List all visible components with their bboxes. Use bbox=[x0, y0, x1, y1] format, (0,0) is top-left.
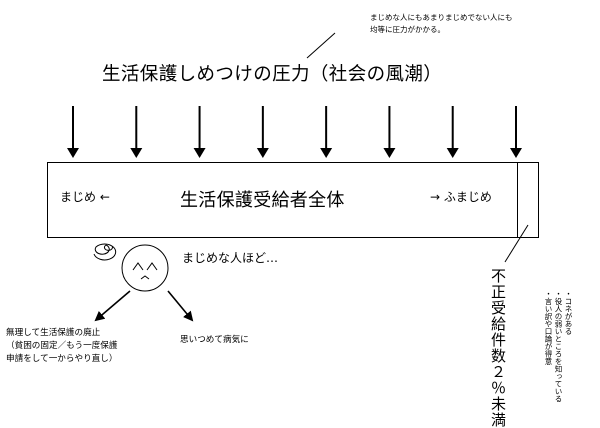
diagram-graphics bbox=[67, 32, 529, 322]
pressure-arrow-head bbox=[446, 148, 459, 158]
fraud-section-divider bbox=[517, 162, 518, 238]
worried-face-icon bbox=[121, 244, 169, 292]
arrow-to-left-result bbox=[94, 290, 131, 322]
fraud-leader-line bbox=[504, 224, 529, 263]
left-result: 無理して生活保護の廃止 （貧困の固定／もう一度保護 申請をして一からやり直し） bbox=[6, 327, 117, 366]
left-result-line-3: 申請をして一からやり直し） bbox=[6, 354, 118, 364]
fraud-label: 不正受給件数２％未満 bbox=[489, 268, 507, 428]
top-note-line-1: まじめな人にもあまりまじめでない人にも bbox=[370, 13, 513, 22]
left-result-line-2: （貧困の固定／もう一度保護 bbox=[6, 341, 118, 351]
top-note-line-2: 均等に圧力がかかる。 bbox=[370, 25, 445, 34]
pressure-arrow-head bbox=[320, 148, 333, 158]
pressure-arrow-head bbox=[383, 148, 396, 158]
pressure-arrow-head bbox=[256, 148, 269, 158]
fraud-notes: ・コネがある ・役人の弱いところを知っている ・言い訳や口論が得意 bbox=[543, 290, 573, 403]
diagram-title: 生活保護しめつけの圧力（社会の風潮） bbox=[102, 64, 443, 85]
pressure-arrows bbox=[67, 106, 522, 158]
arrow-to-right-result bbox=[167, 290, 194, 322]
pressure-arrow-head bbox=[130, 148, 143, 158]
dizzy-swirl-icon bbox=[93, 243, 117, 261]
top-note: まじめな人にもあまりまじめでない人にも 均等に圧力がかかる。 bbox=[370, 12, 513, 36]
serious-label: まじめ ← bbox=[60, 190, 110, 204]
recipients-label: 生活保護受給者全体 bbox=[180, 190, 345, 211]
pressure-arrow-head bbox=[510, 148, 522, 158]
fraud-note-3: ・言い訳や口論が得意 bbox=[544, 290, 553, 365]
note-leader-line bbox=[306, 32, 336, 59]
pressure-arrow-head bbox=[67, 148, 79, 158]
unserious-label: → ふまじめ bbox=[430, 190, 492, 204]
fraud-note-2: ・役人の弱いところを知っている bbox=[554, 290, 563, 403]
fraud-note-1: ・コネがある bbox=[564, 290, 573, 335]
left-result-line-1: 無理して生活保護の廃止 bbox=[6, 328, 101, 338]
right-result: 思いつめて病気に bbox=[180, 335, 249, 345]
face-note: まじめな人ほど… bbox=[182, 251, 279, 265]
pressure-arrow-head bbox=[193, 148, 206, 158]
recipients-box bbox=[47, 162, 539, 238]
